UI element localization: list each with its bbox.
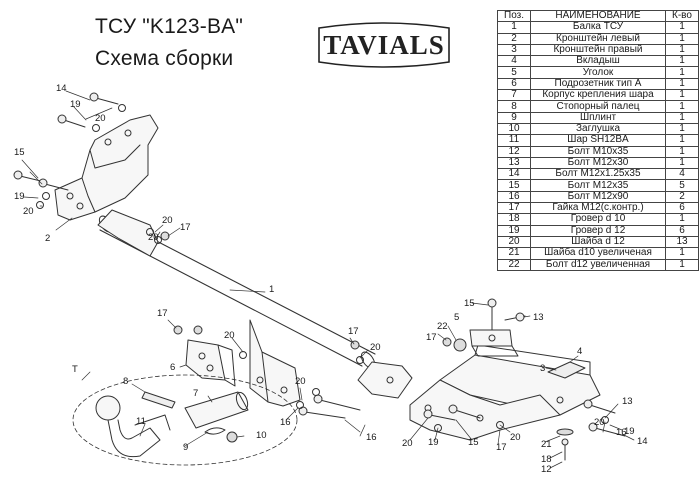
callout-17b: 17 — [157, 308, 168, 319]
callout-19b: 19 — [14, 191, 25, 202]
main-beam — [97, 209, 413, 407]
callout-13b: 13 — [622, 396, 633, 407]
callout-16a: 16 — [280, 417, 291, 428]
callout-3: 3 — [540, 363, 545, 374]
callout-11: 11 — [136, 416, 146, 427]
callout-20j: 20 — [594, 417, 605, 428]
right-bracket — [409, 344, 601, 441]
page-title: ТСУ "K123-BA" — [95, 15, 244, 38]
callout-20d: 20 — [148, 232, 159, 243]
locking-pin — [141, 391, 176, 409]
callout-labels: 1 2 3 4 5 6 7 8 9 10 11 12 13 13 14 14 1… — [14, 83, 648, 475]
callout-1: 1 — [269, 284, 274, 295]
callout-10: 10 — [256, 430, 267, 441]
callout-16c: 16 — [616, 427, 627, 438]
column-header-quantity: К-во — [665, 9, 699, 23]
callout-20a: 20 — [95, 113, 106, 124]
callout-20e: 20 — [224, 330, 235, 341]
callout-17a: 17 — [180, 222, 191, 233]
callout-20i: 20 — [510, 432, 521, 443]
callout-19d: 19 — [624, 426, 635, 437]
callout-14b: 14 — [637, 436, 648, 447]
callout-17d: 17 — [426, 332, 437, 343]
socket-holder — [185, 339, 236, 387]
fastener-set — [423, 298, 626, 461]
callout-6: 6 — [170, 362, 175, 373]
tavials-logo: TAVIALS — [318, 22, 450, 68]
callout-21: 21 — [541, 439, 552, 450]
angle-bracket — [469, 329, 519, 357]
callout-4: 4 — [577, 346, 582, 357]
callout-20g: 20 — [295, 376, 306, 387]
callout-14a: 14 — [56, 83, 67, 94]
callout-5: 5 — [454, 312, 459, 323]
insert-part — [547, 361, 586, 379]
callout-12: 12 — [541, 464, 552, 475]
callout-20b: 20 — [23, 206, 34, 217]
svg-text:TAVIALS: TAVIALS — [323, 30, 445, 60]
callout-19c: 19 — [428, 437, 439, 448]
callout-2: 2 — [45, 233, 50, 244]
callout-8: 8 — [123, 376, 128, 387]
part-quantity: 2 — [665, 190, 699, 204]
callout-13a: 13 — [533, 312, 544, 323]
callout-9: 9 — [183, 442, 188, 453]
callout-15c: 15 — [468, 437, 479, 448]
callout-20f: 20 — [370, 342, 381, 353]
callout-15b: 15 — [464, 298, 475, 309]
callout-20h: 20 — [402, 438, 413, 449]
part-position: 22 — [497, 258, 531, 271]
parts-table-header: Поз. НАИМЕНОВАНИЕ К-во — [497, 9, 699, 23]
callout-22: 22 — [437, 321, 448, 332]
leader-lines — [21, 90, 635, 469]
column-header-position: Поз. — [497, 9, 531, 23]
left-bracket — [54, 114, 159, 221]
callout-19a: 19 — [70, 99, 81, 110]
fastener-set — [13, 92, 170, 244]
cotter-pin — [204, 427, 226, 435]
part-quantity: 1 — [665, 258, 699, 271]
callout-18: 18 — [541, 454, 552, 465]
ball-mount-body — [184, 391, 249, 429]
callout-7: 7 — [193, 388, 198, 399]
callout-17c: 17 — [348, 326, 359, 337]
tow-ball — [95, 395, 171, 458]
callout-16b: 16 — [366, 432, 377, 443]
callout-17e: 17 — [496, 442, 507, 453]
plug-cap — [226, 431, 238, 443]
callout-T: T — [72, 364, 78, 375]
page-subtitle: Схема сборки — [95, 47, 234, 70]
callout-15a: 15 — [14, 147, 25, 158]
callout-20c: 20 — [162, 215, 173, 226]
